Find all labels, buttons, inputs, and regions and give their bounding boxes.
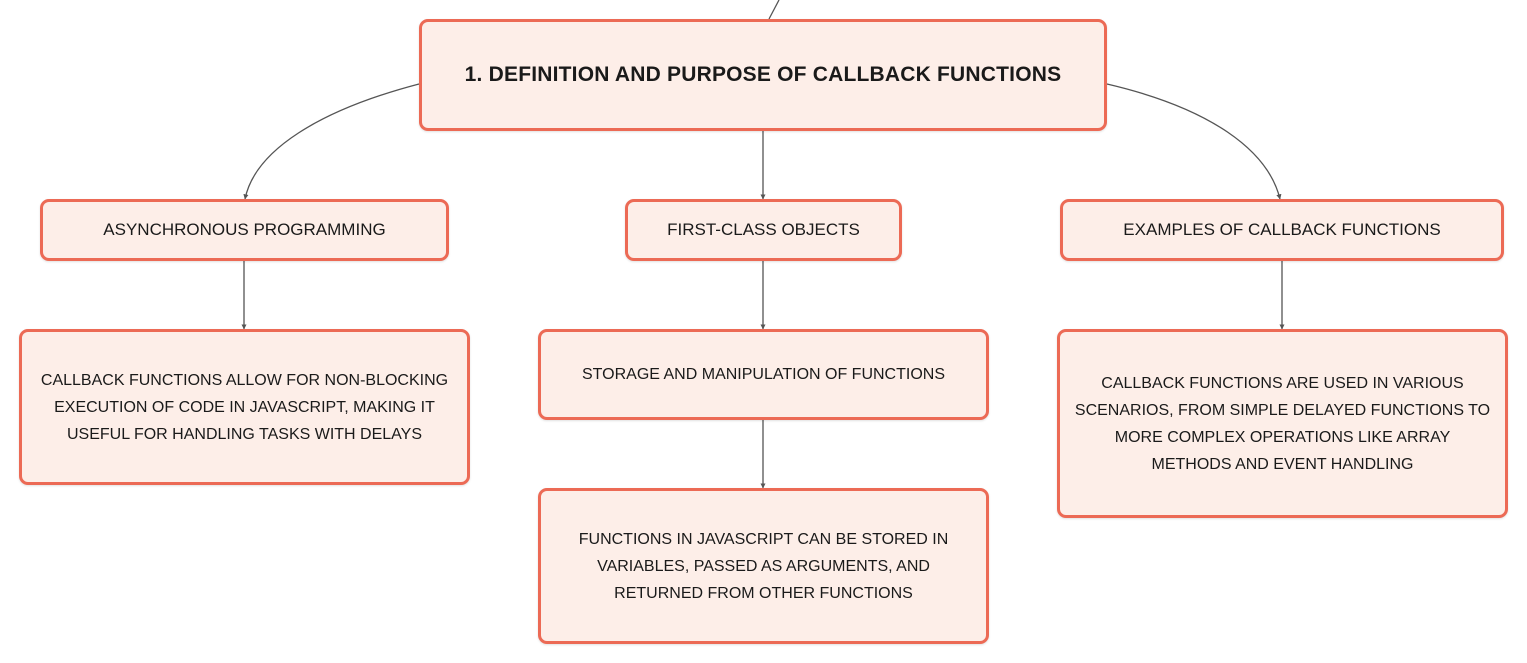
detail-text: STORAGE AND MANIPULATION OF FUNCTIONS: [582, 366, 945, 383]
branch-first-class-objects-node[interactable]: FIRST-CLASS OBJECTS: [625, 199, 902, 261]
edge-root-to-async: [243, 83, 420, 200]
functions-first-class-detail-node[interactable]: FUNCTIONS IN JAVASCRIPT CAN BE STORED IN…: [538, 488, 989, 644]
branch-examples-node[interactable]: EXAMPLES OF CALLBACK FUNCTIONS: [1060, 199, 1504, 261]
branch-label: ASYNCHRONOUS PROGRAMMING: [103, 220, 386, 239]
root-topic-node[interactable]: 1. DEFINITION AND PURPOSE OF CALLBACK FU…: [419, 19, 1107, 131]
branch-label: FIRST-CLASS OBJECTS: [667, 220, 860, 239]
detail-text: CALLBACK FUNCTIONS ARE USED IN VARIOUS S…: [1074, 374, 1491, 473]
root-topic-label: 1. DEFINITION AND PURPOSE OF CALLBACK FU…: [464, 63, 1062, 86]
asynchronous-detail-node[interactable]: CALLBACK FUNCTIONS ALLOW FOR NON-BLOCKIN…: [19, 329, 470, 485]
detail-text: FUNCTIONS IN JAVASCRIPT CAN BE STORED IN…: [578, 530, 949, 602]
storage-manipulation-node[interactable]: STORAGE AND MANIPULATION OF FUNCTIONS: [538, 329, 989, 420]
branch-label: EXAMPLES OF CALLBACK FUNCTIONS: [1123, 220, 1441, 239]
branch-asynchronous-programming-node[interactable]: ASYNCHRONOUS PROGRAMMING: [40, 199, 449, 261]
examples-detail-node[interactable]: CALLBACK FUNCTIONS ARE USED IN VARIOUS S…: [1057, 329, 1508, 518]
edge-root-to-examples: [1106, 83, 1282, 200]
edge-incoming-to-root: [768, 0, 780, 20]
detail-text: CALLBACK FUNCTIONS ALLOW FOR NON-BLOCKIN…: [40, 371, 449, 443]
